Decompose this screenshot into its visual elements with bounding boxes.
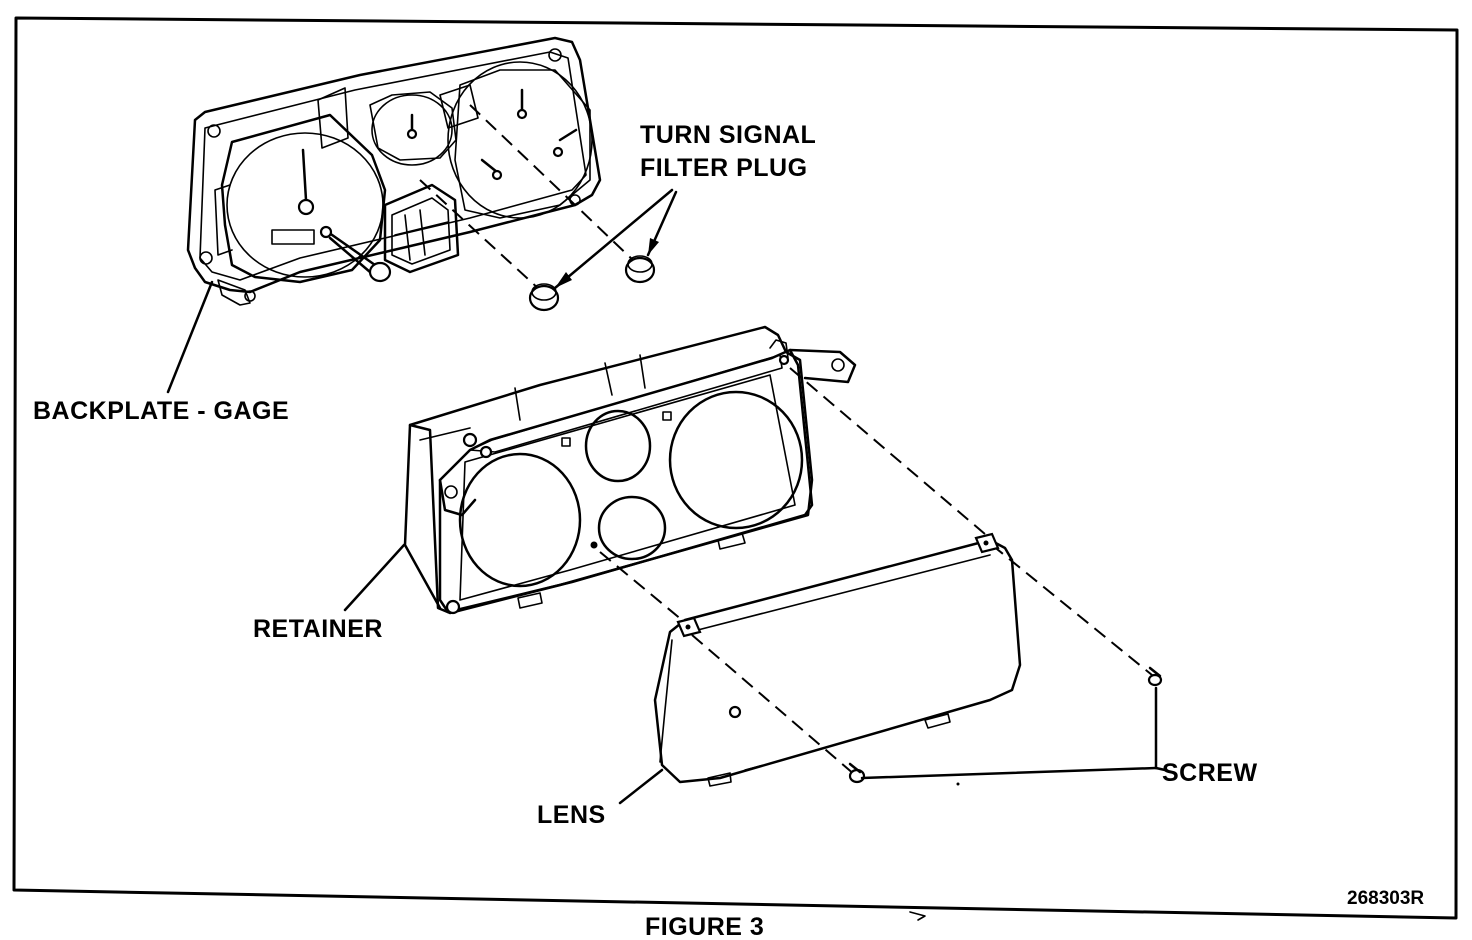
turn-signal-label-line2: FILTER PLUG [640, 154, 808, 182]
lens-leader [618, 768, 664, 805]
screw-label: SCREW [1162, 759, 1258, 787]
lens [653, 532, 1022, 787]
backplate-gage-label: BACKPLATE - GAGE [33, 397, 290, 425]
retainer [403, 325, 857, 615]
figure-caption: FIGURE 3 [645, 913, 765, 940]
screw-hardware [848, 666, 1163, 784]
turn-signal-filter-plug [528, 255, 656, 312]
retainer-leader [343, 543, 406, 612]
figure-border [12, 16, 1459, 920]
turn-signal-label-line1: TURN SIGNAL [640, 121, 817, 149]
turn-signal-leaders [553, 188, 678, 290]
backplate-leader [166, 280, 214, 394]
plug-alignment-lines [419, 104, 636, 291]
figure-id: 268303R [1347, 888, 1425, 909]
lens-alignment-lines [599, 367, 1153, 776]
retainer-label: RETAINER [253, 615, 383, 643]
screw-leaders [860, 686, 1167, 786]
backplate-gage [186, 36, 602, 306]
lens-label: LENS [537, 801, 606, 829]
stray-mark [909, 911, 926, 921]
